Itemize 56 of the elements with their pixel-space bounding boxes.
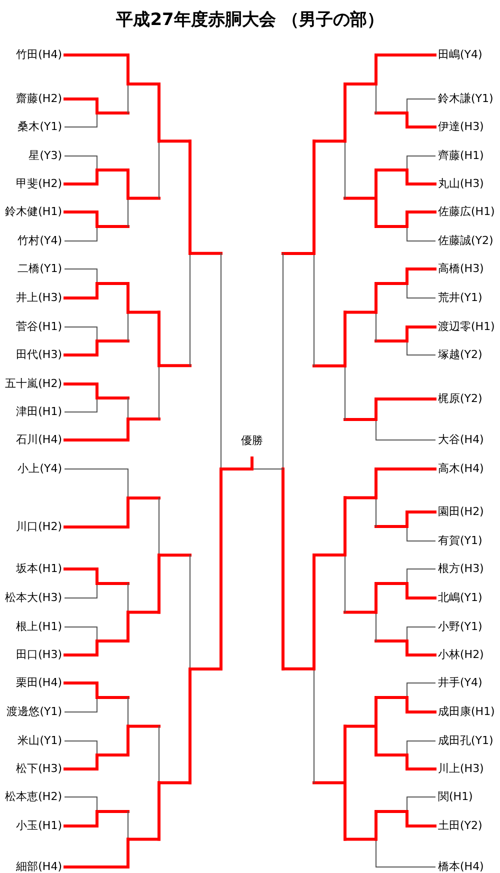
player-name: 米山(Y1) — [18, 734, 62, 748]
player-name: 小上(Y4) — [18, 462, 62, 476]
player-name: 竹田(H4) — [16, 48, 62, 62]
player-name: 成田孔(Y1) — [438, 734, 494, 748]
player-name: 松本恵(H2) — [5, 790, 62, 804]
player-name: 竹村(Y4) — [18, 234, 62, 248]
player-name: 甲斐(H2) — [16, 177, 62, 191]
player-name: 松本大(H3) — [5, 591, 62, 605]
player-name: 鈴木謙(Y1) — [438, 92, 494, 106]
player-name: 小林(H2) — [438, 648, 484, 662]
player-name: 津田(H1) — [16, 405, 62, 419]
player-name: 小野(Y1) — [438, 620, 482, 634]
player-name: 北嶋(Y1) — [438, 591, 482, 605]
player-name: 佐藤誠(Y2) — [438, 234, 494, 248]
title: 平成27年度赤胴大会 （男子の部） — [115, 9, 385, 31]
player-name: 高橋(H3) — [438, 262, 484, 276]
player-name: 成田康(H1) — [438, 705, 495, 719]
player-name: 高木(H4) — [438, 462, 484, 476]
player-name: 川上(H3) — [438, 762, 484, 776]
player-name: 田口(H3) — [16, 648, 62, 662]
player-name: 坂本(H1) — [16, 562, 62, 576]
player-name: 大谷(H4) — [438, 433, 484, 447]
player-name: 細部(H4) — [16, 860, 62, 873]
player-name: 佐藤広(H1) — [438, 205, 495, 219]
player-name: 井手(Y4) — [438, 676, 482, 690]
player-name: 齋藤(H2) — [16, 92, 62, 106]
player-name: 五十嵐(H2) — [5, 377, 62, 391]
player-name: 桑木(Y1) — [18, 120, 62, 134]
player-name: 鈴木健(H1) — [5, 205, 62, 219]
player-name: 関(H1) — [438, 790, 473, 804]
player-name: 栗田(H4) — [16, 676, 62, 690]
player-name: 菅谷(H1) — [16, 320, 62, 334]
player-name: 橋本(H4) — [438, 860, 484, 873]
player-name: 塚越(Y2) — [438, 348, 482, 362]
player-name: 丸山(H3) — [438, 177, 484, 191]
player-name: 齊藤(H1) — [438, 149, 484, 163]
player-name: 荒井(Y1) — [438, 291, 482, 305]
player-name: 梶原(Y2) — [438, 392, 482, 406]
champion-label: 優勝 — [240, 434, 264, 448]
player-name: 根方(H3) — [438, 562, 484, 576]
player-name: 松下(H3) — [16, 762, 62, 776]
player-name: 土田(Y2) — [438, 819, 482, 833]
player-name: 伊達(H3) — [438, 120, 484, 134]
player-name: 川口(H2) — [16, 520, 62, 534]
player-name: 井上(H3) — [16, 291, 62, 305]
player-name: 石川(H4) — [16, 433, 62, 447]
player-name: 渡邊悠(Y1) — [6, 705, 62, 719]
player-name: 二橋(Y1) — [18, 262, 62, 276]
player-name: 小玉(H1) — [16, 819, 62, 833]
player-name: 有賀(Y1) — [438, 534, 482, 548]
player-name: 星(Y3) — [28, 149, 62, 163]
player-name: 根上(H1) — [16, 620, 62, 634]
player-name: 渡辺零(H1) — [438, 320, 495, 334]
player-name: 田嶋(Y4) — [438, 48, 482, 62]
player-name: 園田(H2) — [438, 505, 484, 519]
player-name: 田代(H3) — [16, 348, 62, 362]
